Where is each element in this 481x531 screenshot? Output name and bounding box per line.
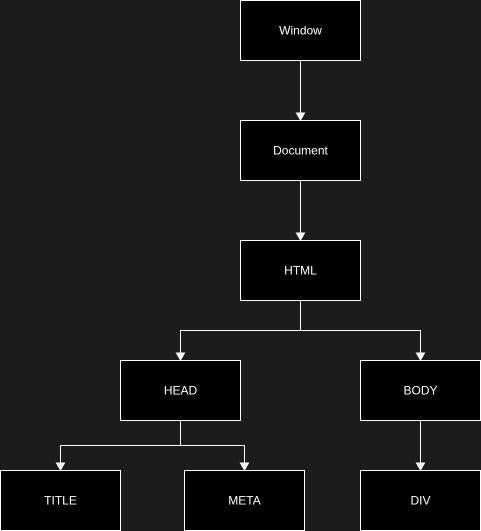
node-div-label: DIV — [410, 494, 430, 508]
arrow-document-html — [295, 232, 306, 242]
arrow-window-document — [295, 112, 306, 122]
node-head-label: HEAD — [164, 384, 198, 398]
node-window-label: Window — [279, 24, 322, 38]
arrow-html-head — [175, 352, 186, 362]
arrow-head-meta — [239, 462, 250, 472]
node-meta-label: META — [228, 494, 260, 508]
edges — [55, 60, 426, 472]
node-document-label: Document — [273, 144, 328, 158]
node-document: Document — [240, 120, 361, 181]
node-title: TITLE — [0, 470, 121, 531]
node-html-label: HTML — [284, 264, 317, 278]
node-title-label: TITLE — [44, 494, 77, 508]
node-window: Window — [240, 0, 361, 61]
edge-html-head — [180, 300, 301, 354]
arrow-html-body — [415, 352, 426, 362]
node-html: HTML — [240, 240, 361, 301]
node-body: BODY — [360, 360, 481, 421]
edge-head-meta — [180, 445, 245, 464]
edge-html-body — [300, 330, 421, 354]
edge-head-title — [60, 420, 181, 464]
arrow-head-title — [55, 462, 66, 472]
node-head: HEAD — [120, 360, 241, 421]
arrow-body-div — [415, 462, 426, 472]
node-div: DIV — [360, 470, 481, 531]
node-body-label: BODY — [403, 384, 437, 398]
node-meta: META — [184, 470, 305, 531]
